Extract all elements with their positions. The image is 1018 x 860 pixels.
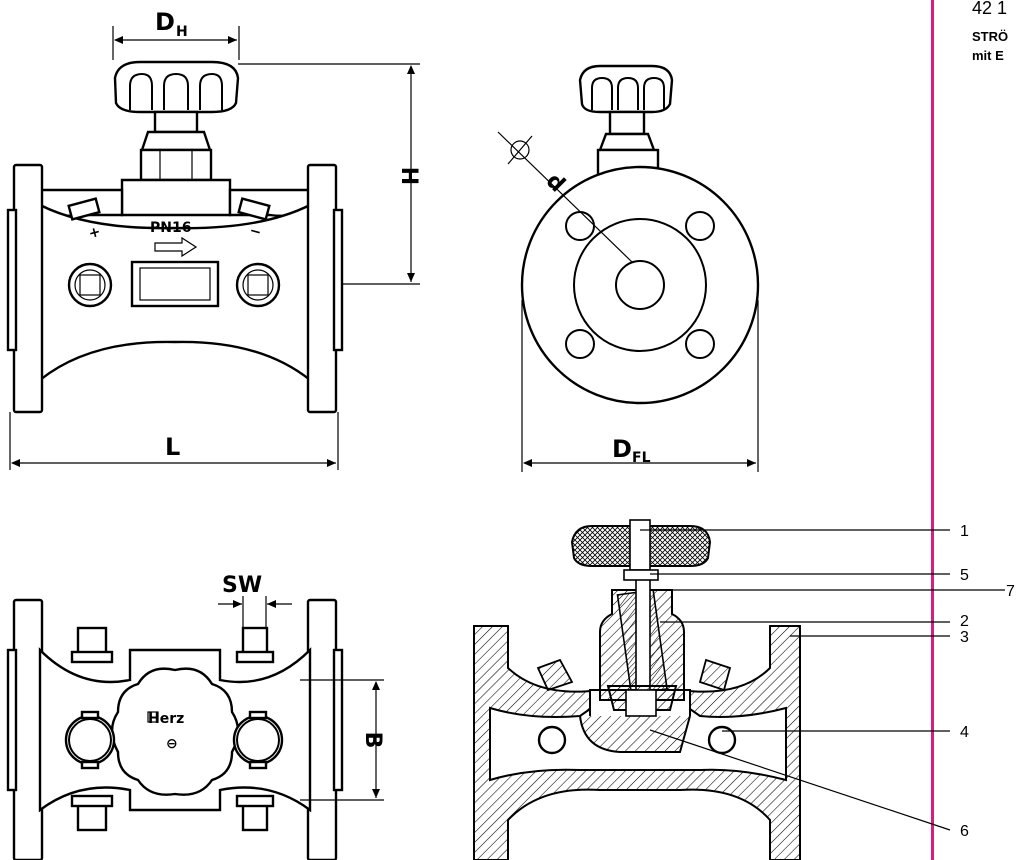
part-legend: 1 5 7 2 3 4 6 xyxy=(960,523,1015,840)
dim-dh-label: D xyxy=(155,8,175,36)
header-code: 42 1 xyxy=(972,0,1007,18)
sectional-view xyxy=(473,519,1005,860)
front-view: D H H + − PN16 xyxy=(6,8,421,470)
dim-dfl-sub: FL xyxy=(632,450,651,466)
legend-num-6: 6 xyxy=(960,823,969,840)
legend-num-7: 7 xyxy=(1006,583,1015,600)
top-view: SW Herz ⊖ xyxy=(6,573,385,860)
dim-b-label: B xyxy=(360,732,385,749)
pn16-marking: PN16 xyxy=(150,220,191,236)
header-line1: STRÖ xyxy=(972,29,1008,44)
plus-marking: + xyxy=(87,224,102,242)
flange-end-view: d D FL xyxy=(497,64,760,472)
legend-num-4: 4 xyxy=(960,724,969,741)
dim-l-label: L xyxy=(165,433,180,461)
legend-num-3: 3 xyxy=(960,629,969,646)
dim-dfl-label: D xyxy=(612,435,632,463)
dim-h-label: H xyxy=(396,167,421,185)
minus-circle-marking: ⊖ xyxy=(166,736,178,752)
accent-bar xyxy=(931,0,934,860)
legend-num-5: 5 xyxy=(960,567,969,584)
dim-sw-label: SW xyxy=(222,573,262,598)
dim-dh-sub: H xyxy=(176,24,188,40)
legend-num-2: 2 xyxy=(960,613,969,630)
minus-marking: − xyxy=(248,223,263,241)
brand-label: Herz xyxy=(148,711,184,727)
header-line2: mit E xyxy=(972,48,1004,63)
legend-num-1: 1 xyxy=(960,523,969,540)
